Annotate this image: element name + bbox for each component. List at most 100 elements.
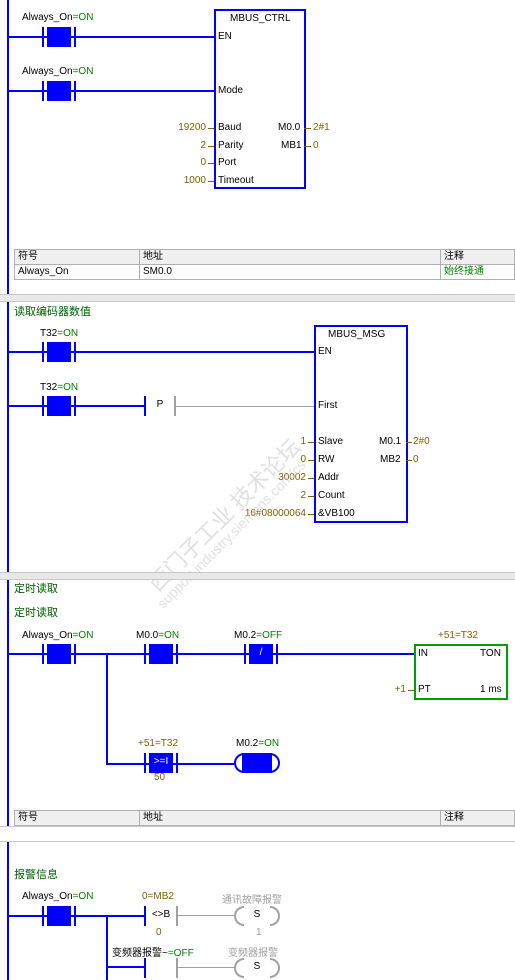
contact-vfd-alarm[interactable]	[144, 958, 178, 978]
col-symbol: 符号	[14, 249, 140, 265]
m00-value[interactable]: 2#1	[313, 122, 330, 133]
network-separator	[0, 826, 515, 842]
pin-timeout: Timeout	[218, 175, 254, 186]
contact-m00[interactable]	[144, 644, 178, 664]
timer-pt: PT	[418, 684, 431, 695]
network-title: 报警信息	[14, 869, 58, 881]
network-separator	[0, 572, 515, 580]
network-title: 定时读取	[14, 583, 58, 595]
slave-value[interactable]: 1	[300, 436, 306, 447]
symbol-table-header: 符号 地址 注释	[14, 249, 515, 265]
pin-m00: M0.0	[278, 122, 301, 133]
compare-ge-int[interactable]: >=I	[144, 753, 178, 773]
contact-always-on[interactable]	[42, 81, 76, 101]
inactive-wire	[178, 915, 234, 916]
pin-first: First	[318, 400, 338, 411]
contact-label: Always_On=ON	[22, 630, 94, 641]
pin-slave: Slave	[318, 436, 344, 447]
contact-m02-nc[interactable]: /	[244, 644, 278, 664]
network-comment: 定时读取	[14, 607, 58, 619]
coil-value: 1	[256, 927, 262, 938]
network-separator	[0, 294, 515, 302]
pin-data-ptr: &VB100	[318, 508, 355, 519]
contact-label: Always_On=ON	[22, 66, 94, 77]
port-value[interactable]: 0	[200, 157, 206, 168]
branch-wire	[106, 653, 108, 765]
contact-always-on[interactable]	[42, 906, 76, 926]
coil-label: 变频器报警	[228, 948, 278, 959]
contact-label: M0.0=ON	[136, 630, 180, 641]
cell-symbol: Always_On	[14, 264, 140, 280]
timer-ton: TON	[480, 648, 501, 659]
block-title: MBUS_MSG	[328, 329, 386, 340]
col-address: 地址	[139, 810, 441, 826]
timer-pt-value[interactable]: +1	[394, 684, 406, 695]
contact-label: T32=ON	[40, 328, 79, 339]
rung-wire	[9, 90, 215, 92]
pin-mode: Mode	[218, 85, 244, 96]
compare-label: +51=T32	[138, 738, 179, 749]
pin-addr: Addr	[318, 472, 340, 483]
set-coil-vfd-alarm[interactable]: S	[234, 958, 280, 978]
coil-m02[interactable]	[234, 753, 280, 773]
branch-wire	[106, 915, 108, 980]
coil-label: M0.2=ON	[236, 738, 280, 749]
count-value[interactable]: 2	[300, 490, 306, 501]
pin-parity: Parity	[218, 140, 244, 151]
power-rail-1	[7, 0, 9, 296]
m01-value[interactable]: 2#0	[413, 436, 430, 447]
col-symbol: 符号	[14, 810, 140, 826]
p-contact[interactable]: P	[144, 396, 176, 416]
pin-mb1: MB1	[281, 140, 302, 151]
compare-label: 0=MB2	[142, 891, 174, 902]
ton-timer-block[interactable]	[414, 644, 508, 700]
mb1-value[interactable]: 0	[313, 140, 319, 151]
symbol-table-header: 符号 地址 注释	[14, 810, 515, 826]
power-rail-4	[7, 842, 9, 980]
power-rail-3	[7, 580, 9, 832]
ptr-value[interactable]: 16#08000064	[244, 508, 306, 519]
rung-wire	[9, 351, 315, 353]
parity-value[interactable]: 2	[200, 140, 206, 151]
cell-comment: 始终接通	[440, 264, 515, 280]
timeout-value[interactable]: 1000	[183, 175, 206, 186]
pin-port: Port	[218, 157, 237, 168]
compare-ne-byte[interactable]: <>B	[144, 906, 178, 926]
rung-wire	[9, 653, 414, 655]
compare-value: 0	[156, 927, 162, 938]
pin-count: Count	[318, 490, 345, 501]
contact-label: M0.2=OFF	[234, 630, 283, 641]
contact-label: Always_On=ON	[22, 891, 94, 902]
timer-in: IN	[418, 648, 428, 659]
inactive-wire	[176, 406, 315, 407]
network-title: 读取编码器数值	[14, 306, 91, 318]
contact-label: Always_On=ON	[22, 12, 94, 23]
rw-value[interactable]: 0	[300, 454, 306, 465]
mb2-value[interactable]: 0	[413, 454, 419, 465]
contact-label: T32=ON	[40, 382, 79, 393]
addr-value[interactable]: 30002	[278, 472, 306, 483]
contact-always-on[interactable]	[42, 644, 76, 664]
timer-label: +51=T32	[438, 630, 479, 641]
pin-baud: Baud	[218, 122, 242, 133]
mbus-msg-block[interactable]	[314, 325, 408, 523]
contact-label: 变频器报警~=OFF	[112, 948, 194, 959]
pin-m01: M0.1	[379, 436, 402, 447]
table-row[interactable]: Always_On SM0.0 始终接通	[14, 264, 515, 280]
symbol-table: 符号 地址 注释 Always_On SM0.0 始终接通	[14, 249, 515, 280]
symbol-table-partial: 符号 地址 注释	[14, 810, 515, 826]
contact-t32[interactable]	[42, 396, 76, 416]
pin-en: EN	[318, 346, 332, 357]
baud-value[interactable]: 19200	[178, 122, 206, 133]
contact-always-on[interactable]	[42, 27, 76, 47]
cell-address: SM0.0	[139, 264, 441, 280]
pin-en: EN	[218, 31, 232, 42]
coil-label: 通讯故障报警	[222, 895, 282, 906]
contact-t32[interactable]	[42, 342, 76, 362]
set-coil-comm-fault[interactable]: S	[234, 906, 280, 926]
mbus-ctrl-block[interactable]	[214, 9, 306, 189]
pin-mb2: MB2	[380, 454, 401, 465]
pin-rw: RW	[318, 454, 335, 465]
rung-wire	[9, 915, 146, 917]
col-comment: 注释	[440, 249, 515, 265]
